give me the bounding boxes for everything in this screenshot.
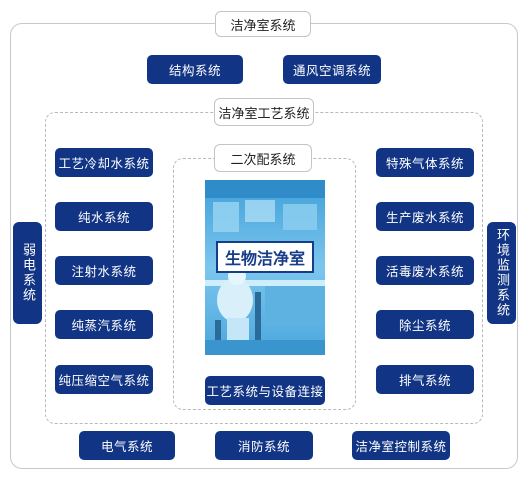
structure-system-box[interactable]: 结构系统	[147, 55, 243, 84]
dust-removal-box[interactable]: 除尘系统	[376, 310, 474, 339]
compressed-air-box[interactable]: 纯压缩空气系统	[55, 365, 153, 394]
electrical-system-box[interactable]: 电气系统	[79, 431, 175, 460]
pure-water-box[interactable]: 纯水系统	[55, 202, 153, 231]
pure-steam-box[interactable]: 纯蒸汽系统	[55, 310, 153, 339]
hvac-system-box[interactable]: 通风空调系统	[283, 55, 381, 84]
exhaust-box[interactable]: 排气系统	[376, 365, 474, 394]
process-cooling-water-box[interactable]: 工艺冷却水系统	[55, 148, 153, 177]
secondary-distribution-title: 二次配系统	[214, 144, 312, 172]
bio-wastewater-box[interactable]: 活毒废水系统	[376, 256, 474, 285]
process-system-title: 洁净室工艺系统	[214, 98, 314, 126]
special-gas-box[interactable]: 特殊气体系统	[376, 148, 474, 177]
low-voltage-system-box[interactable]: 弱电系统	[13, 222, 42, 324]
environment-monitoring-box[interactable]: 环境监测系统	[487, 222, 516, 324]
cleanroom-control-box[interactable]: 洁净室控制系统	[352, 431, 450, 460]
injection-water-box[interactable]: 注射水系统	[55, 256, 153, 285]
production-wastewater-box[interactable]: 生产废水系统	[376, 202, 474, 231]
equipment-connection-box[interactable]: 工艺系统与设备连接	[205, 376, 325, 405]
cleanroom-system-title: 洁净室系统	[215, 11, 311, 37]
biological-cleanroom-label: 生物洁净室	[216, 241, 314, 273]
fire-protection-box[interactable]: 消防系统	[215, 431, 313, 460]
